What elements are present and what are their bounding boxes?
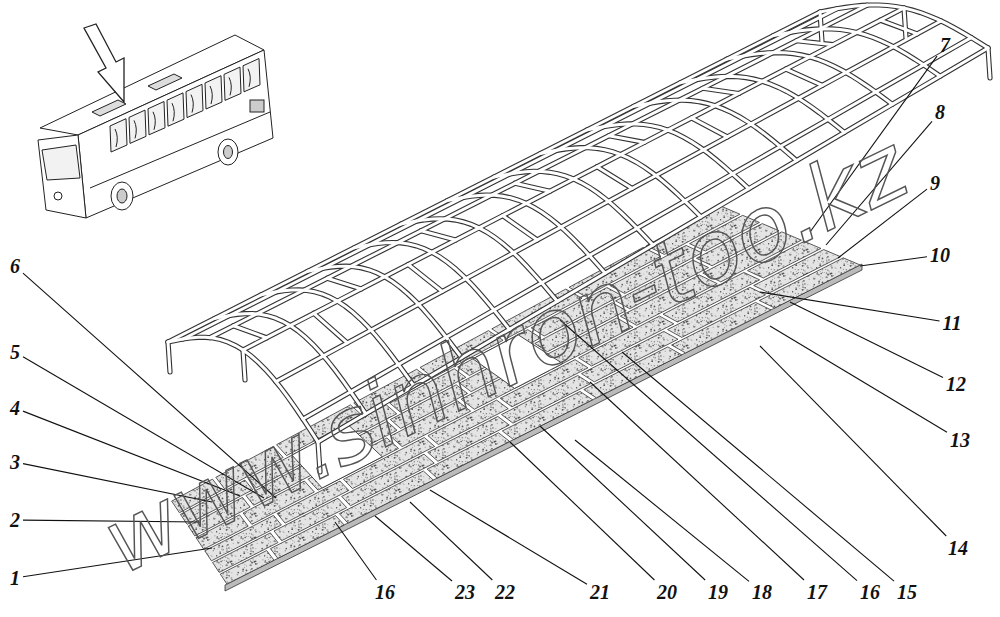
callout-number: 1 xyxy=(10,568,20,588)
callout-number: 16 xyxy=(375,582,395,602)
callout-number: 3 xyxy=(10,452,20,472)
bus-inset xyxy=(38,35,273,218)
callout-number: 12 xyxy=(946,374,966,394)
callout-number: 11 xyxy=(943,313,962,333)
callout-number: 8 xyxy=(935,102,945,122)
leader-line xyxy=(335,522,376,580)
leader-line xyxy=(860,257,927,266)
leader-line xyxy=(575,440,749,581)
leader-line xyxy=(430,490,587,584)
callout-number: 16 xyxy=(860,582,880,602)
callout-number: 21 xyxy=(590,582,610,602)
callout-number: 10 xyxy=(930,245,950,265)
leader-line xyxy=(790,302,943,378)
leader-line xyxy=(622,352,894,581)
callout-number: 5 xyxy=(10,342,20,362)
leader-line xyxy=(560,320,857,581)
leader-line xyxy=(760,346,946,536)
roof-frame xyxy=(168,5,990,472)
leader-line xyxy=(760,292,940,321)
leader-line xyxy=(410,502,492,580)
leader-line xyxy=(510,442,654,580)
callout-number: 20 xyxy=(657,582,677,602)
callout-number: 15 xyxy=(897,582,917,602)
callout-number: 22 xyxy=(495,582,515,602)
leader-line xyxy=(375,516,452,581)
view-arrow xyxy=(84,24,124,102)
watermark: www.sinhron-too.kz xyxy=(90,122,920,588)
callout-number: 23 xyxy=(455,582,475,602)
callout-number: 9 xyxy=(930,173,940,193)
leader-line xyxy=(770,326,947,432)
callout-number: 18 xyxy=(752,582,772,602)
callout-number: 14 xyxy=(948,538,968,558)
callout-number: 6 xyxy=(10,256,20,276)
callout-number: 7 xyxy=(940,35,950,55)
callout-number: 19 xyxy=(708,582,728,602)
leader-line xyxy=(590,382,804,580)
leader-line xyxy=(540,426,705,580)
callout-number: 17 xyxy=(807,582,827,602)
callout-number: 13 xyxy=(950,430,970,450)
callout-number: 4 xyxy=(10,398,20,418)
callout-number: 2 xyxy=(10,510,20,530)
